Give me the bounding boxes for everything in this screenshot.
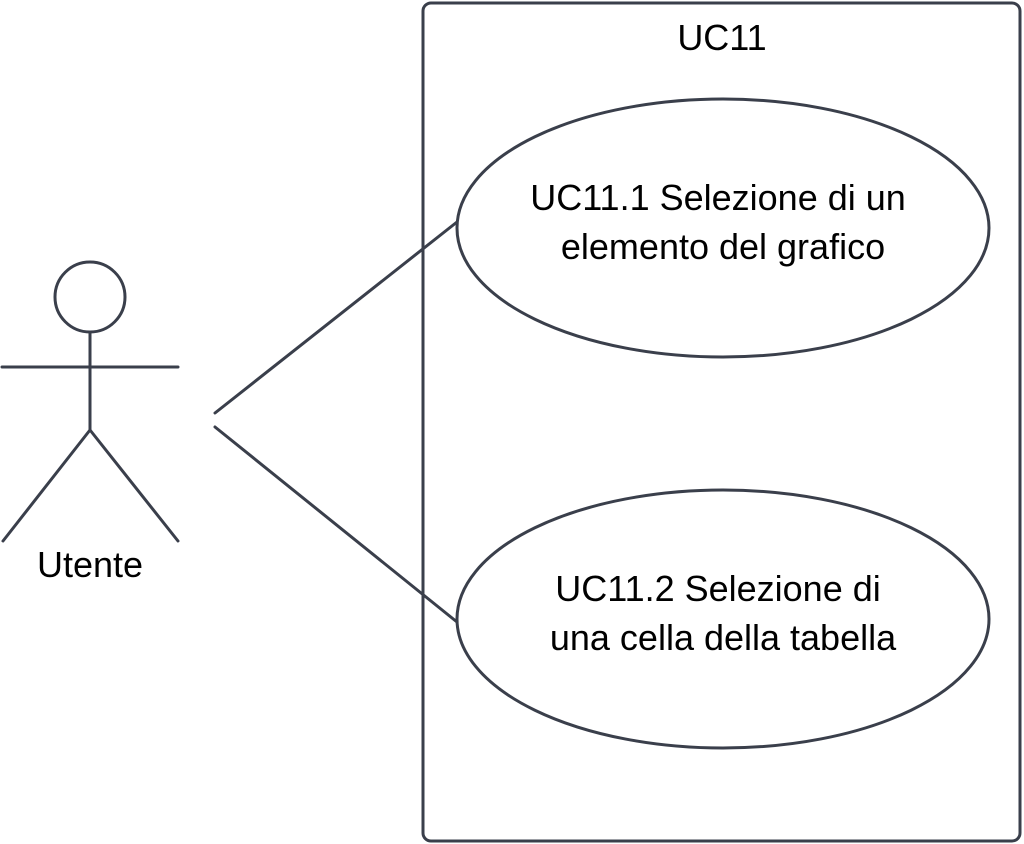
use-case-ellipse: [455, 488, 991, 750]
use-case-label: UC11.2 Selezione di una cella della tabe…: [550, 568, 897, 658]
use-case-label-line: elemento del grafico: [561, 226, 885, 267]
use-case-label-line: UC11.2 Selezione di: [555, 568, 881, 609]
association-line-uc11-1: [213, 220, 459, 415]
use-case-uc11-2: UC11.2 Selezione di una cella della tabe…: [455, 488, 991, 750]
use-case-ellipse: [455, 97, 991, 359]
use-case-label-line: una cella della tabella: [550, 617, 897, 658]
use-case-label-line: UC11.1 Selezione di un: [530, 177, 906, 218]
actor-name: Utente: [37, 544, 143, 585]
actor-head: [53, 260, 127, 334]
use-case-label: UC11.1 Selezione di un elemento del graf…: [530, 177, 916, 267]
actor-utente: Utente: [0, 260, 180, 585]
actor-left-leg: [1, 428, 92, 543]
use-case-uc11-1: UC11.1 Selezione di un elemento del graf…: [455, 97, 991, 359]
system-title: UC11: [677, 17, 766, 58]
actor-right-leg: [88, 428, 180, 543]
association-line-uc11-2: [213, 425, 459, 624]
